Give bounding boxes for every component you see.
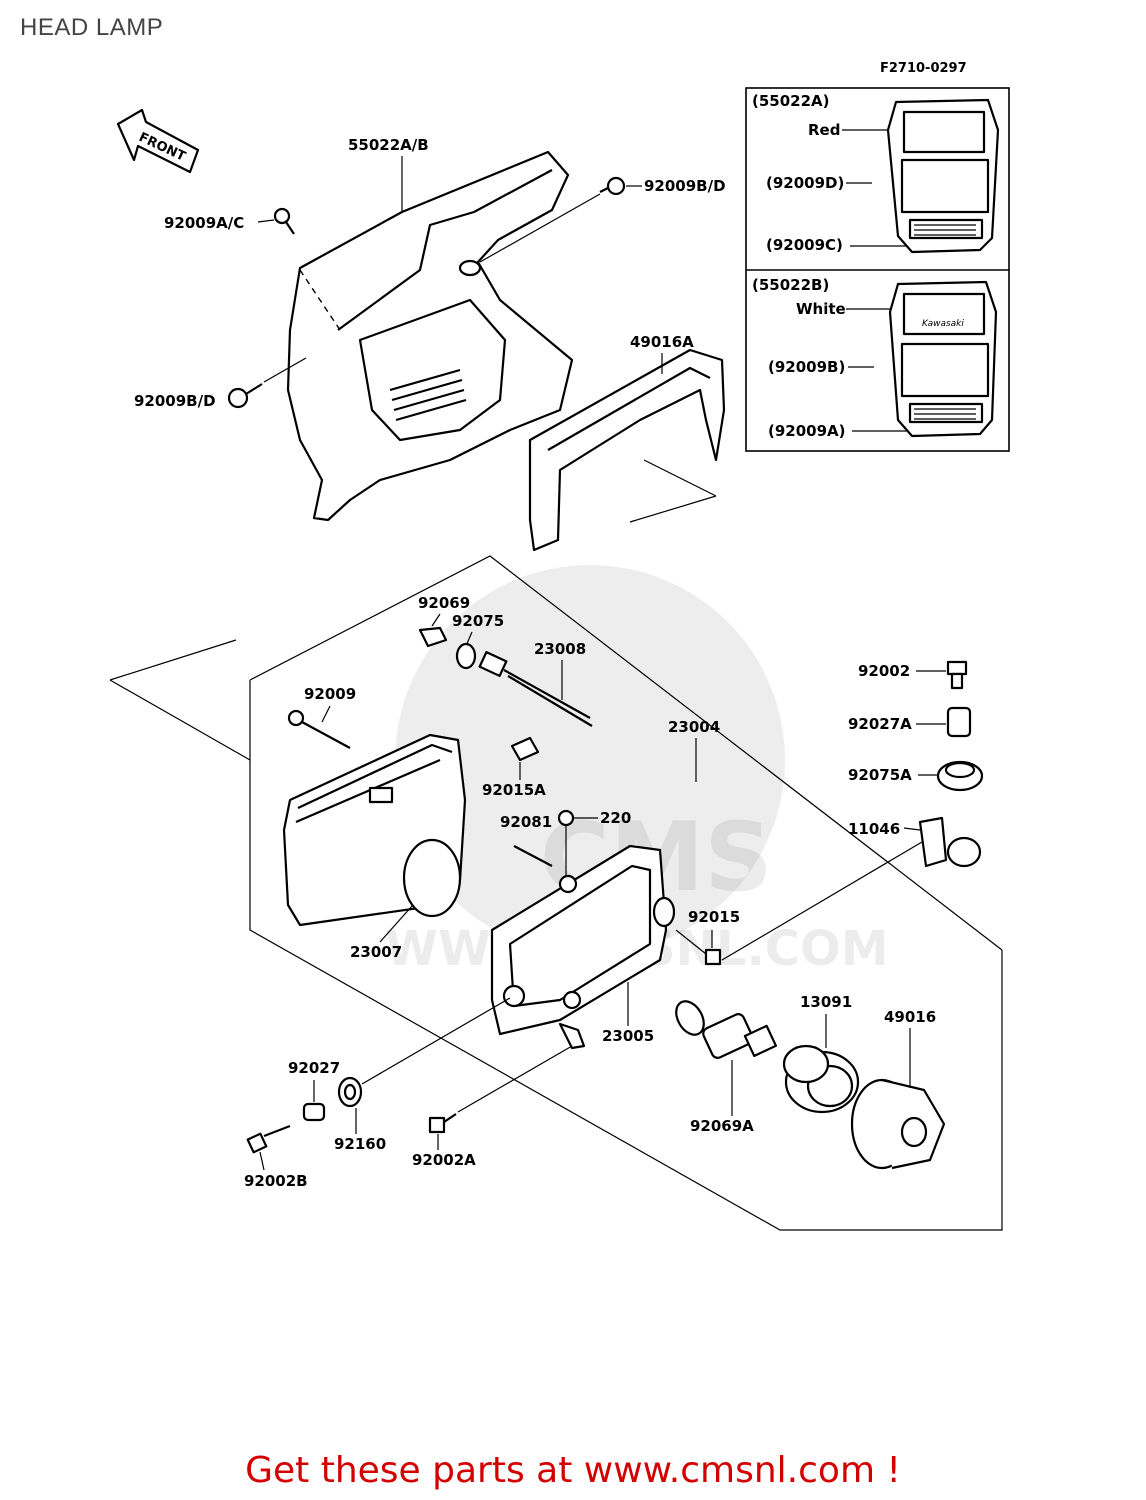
leader-92009ac xyxy=(257,219,275,223)
cap-49016-drawing xyxy=(850,1078,946,1170)
collar-92027a-drawing xyxy=(946,706,972,738)
leader-92009bd-top-b xyxy=(479,193,601,263)
label-92075: 92075 xyxy=(452,612,504,630)
leader-92002b xyxy=(259,1151,265,1171)
inset-b-screw-bottom: (92009A) xyxy=(768,422,846,440)
screw-92002-drawing xyxy=(946,660,968,690)
label-92015a: 92015A xyxy=(482,781,546,799)
collar-92027-drawing xyxy=(302,1102,326,1122)
label-92075a: 92075A xyxy=(848,766,912,784)
screw-220-drawing xyxy=(557,809,575,827)
cowl-red-drawing xyxy=(886,98,1000,254)
frame-line-left-b xyxy=(109,679,251,761)
upper-cowl-edge xyxy=(337,169,553,331)
leader-92002a-b xyxy=(457,1045,573,1113)
leader-92015-b xyxy=(675,929,707,955)
label-92009: 92009 xyxy=(304,685,356,703)
clip-92069-drawing xyxy=(418,626,448,648)
inset-b-title: (55022B) xyxy=(752,276,829,294)
label-23004: 23004 xyxy=(668,718,720,736)
exploded-frame xyxy=(109,555,1003,1231)
grommet-92160-drawing xyxy=(337,1076,363,1108)
label-23008: 23008 xyxy=(534,640,586,658)
inset-b-brand: Kawasaki xyxy=(922,319,964,329)
inset-a-screw-bottom: (92009C) xyxy=(766,236,843,254)
nut-92015-drawing xyxy=(704,948,722,966)
leader-11046 xyxy=(903,827,921,831)
bracket-49016a-drawing xyxy=(528,348,726,552)
leader-11046-b xyxy=(721,841,923,961)
grommet-92075-drawing xyxy=(455,642,477,670)
inset-a-screw-top: (92009D) xyxy=(766,174,844,192)
frame-outline-top xyxy=(249,555,1003,951)
label-49016: 49016 xyxy=(884,1008,936,1026)
upper-cowl-hidden-edge xyxy=(299,269,341,331)
leader-92069 xyxy=(431,613,441,627)
screw-92009bd-left-drawing xyxy=(227,383,263,409)
label-11046: 11046 xyxy=(848,820,900,838)
footer-link[interactable]: Get these parts at www.cmsnl.com ! xyxy=(245,1450,901,1491)
label-92069: 92069 xyxy=(418,594,470,612)
frame-outline-bottom xyxy=(249,680,1003,1231)
label-220: 220 xyxy=(600,809,631,827)
screw-92002a-drawing xyxy=(428,1113,457,1134)
label-13091: 13091 xyxy=(800,993,852,1011)
label-23007: 23007 xyxy=(350,943,402,961)
frame-line-left xyxy=(109,639,237,681)
housing-23005-drawing xyxy=(490,844,676,1050)
headlight-23007-drawing xyxy=(282,733,467,927)
bulb-92069a-drawing xyxy=(675,1000,778,1059)
label-49016a: 49016A xyxy=(630,333,694,351)
screw-92002b-drawing xyxy=(246,1124,291,1154)
leader-92009 xyxy=(321,705,331,723)
inset-a-title: (55022A) xyxy=(752,92,830,110)
label-92027a: 92027A xyxy=(848,715,912,733)
front-arrow: FRONT xyxy=(116,108,200,174)
bracket-11046-drawing xyxy=(918,816,982,868)
label-92002: 92002 xyxy=(858,662,910,680)
upper-cowl-vents xyxy=(389,368,467,422)
label-92009ac: 92009A/C xyxy=(164,214,244,232)
label-23005: 23005 xyxy=(602,1027,654,1045)
upper-cowl-drawing xyxy=(286,150,574,522)
inset-variants: (55022A) Red (92009D) (92009C) (55022B) … xyxy=(745,87,1010,452)
inset-b-screw-top: (92009B) xyxy=(768,358,845,376)
label-92069a: 92069A xyxy=(690,1117,754,1135)
screw-92009-drawing xyxy=(287,709,351,749)
spring-92081-drawing xyxy=(513,845,553,867)
upper-cowl-outline xyxy=(286,150,574,522)
leader-92009bd-left xyxy=(263,357,307,383)
leader-92160-b xyxy=(361,997,511,1085)
leader-23007 xyxy=(379,905,413,943)
label-92160: 92160 xyxy=(334,1135,386,1153)
upper-cowl-opening xyxy=(358,298,507,442)
label-92027: 92027 xyxy=(288,1059,340,1077)
label-92009bd-left: 92009B/D xyxy=(134,392,216,410)
label-92015: 92015 xyxy=(688,908,740,926)
front-arrow-shape xyxy=(116,108,200,174)
grommet-92075a-drawing xyxy=(936,760,984,792)
inset-a-color: Red xyxy=(808,121,840,139)
clip-92015a-drawing xyxy=(510,736,540,762)
footer-promo[interactable]: Get these parts at www.cmsnl.com ! xyxy=(0,1450,1146,1491)
diagram-ref: F2710-0297 xyxy=(880,61,967,76)
cowl-white-drawing xyxy=(888,280,998,438)
label-92081: 92081 xyxy=(500,813,552,831)
upper-cowl-mount-hole xyxy=(458,259,482,277)
page-title: HEAD LAMP xyxy=(20,14,164,41)
inset-b-color: White xyxy=(796,300,846,318)
parts-diagram: CMS WWW.CMSNL.COM F2710-0297 FRONT (5502… xyxy=(109,61,1010,1231)
label-92002b: 92002B xyxy=(244,1172,308,1190)
screw-92009bd-top-drawing xyxy=(599,176,626,196)
label-55022ab: 55022A/B xyxy=(348,136,429,154)
socket-13091-drawing xyxy=(782,1044,860,1114)
label-92009bd-top: 92009B/D xyxy=(644,177,726,195)
label-92002a: 92002A xyxy=(412,1151,476,1169)
socket-23008-drawing xyxy=(478,651,593,727)
screw-92009ac-drawing xyxy=(273,207,295,235)
